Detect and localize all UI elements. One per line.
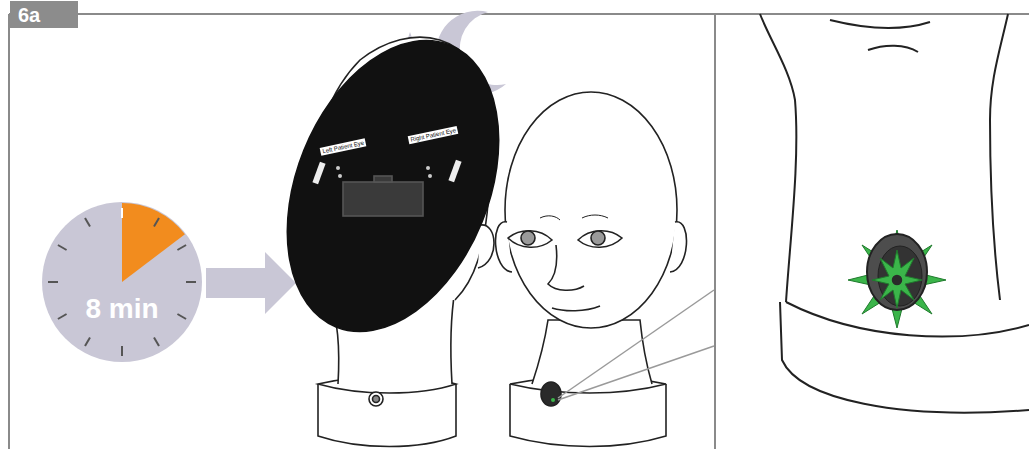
brow [540, 216, 560, 220]
mount-strip [312, 162, 325, 185]
battery-clip [374, 176, 392, 182]
timer-tick [48, 281, 58, 283]
iris [591, 231, 605, 245]
ear [496, 222, 512, 272]
step-number: 6a [18, 4, 40, 26]
screw [428, 174, 432, 178]
light-burst [848, 230, 946, 328]
panel-frame [9, 14, 1029, 449]
timer-tick [177, 245, 186, 250]
screw [336, 166, 340, 170]
mouth [552, 306, 600, 311]
block-arrow [206, 252, 296, 314]
back-plate [247, 9, 539, 363]
timer-tick [186, 281, 196, 283]
leader-line [558, 346, 714, 400]
neck-edge [990, 14, 1008, 300]
timer-value: 8 min [85, 294, 158, 325]
step-badge: 6a [10, 1, 78, 28]
brow [582, 215, 608, 218]
timer-tick [154, 337, 159, 346]
timer-tick [177, 314, 186, 319]
screw [426, 166, 430, 170]
ear [670, 222, 686, 272]
timer-tick [154, 218, 159, 227]
mannequin-head-back [247, 9, 539, 446]
timer-wedge [122, 203, 185, 282]
timer-tick [121, 346, 123, 356]
screw [338, 174, 342, 178]
mannequin-head-front [496, 92, 687, 447]
skull [505, 92, 677, 328]
mount-strip [448, 160, 461, 183]
timer-tick [58, 245, 67, 250]
timer-tick [85, 337, 90, 346]
timer-tick [85, 218, 90, 227]
nose [548, 245, 584, 290]
timer-dial: 8 min [42, 202, 202, 362]
frame-line [9, 13, 1029, 15]
battery-box [343, 182, 423, 216]
iris [521, 231, 535, 245]
chin-line [868, 46, 918, 52]
pedestal-side [780, 302, 1029, 413]
light-burst-inner [872, 250, 922, 308]
power-button-core [373, 396, 380, 403]
power-button [541, 382, 561, 406]
ear [478, 225, 494, 268]
led-dot [551, 398, 555, 402]
timer-circle [42, 202, 202, 362]
power-button [369, 392, 383, 406]
zoom-neck [760, 14, 1029, 413]
jaw-line [830, 20, 930, 28]
eye [578, 231, 622, 248]
power-button [867, 234, 927, 310]
timer-tick [58, 314, 67, 319]
eye [508, 231, 552, 248]
led [891, 274, 903, 286]
frame-line [8, 14, 10, 449]
neck-edge [760, 14, 796, 302]
timer-face [42, 202, 202, 362]
zoom-leaders [558, 290, 714, 400]
timer-tick [121, 208, 123, 218]
leader-line [558, 290, 714, 398]
frame-line [714, 14, 716, 449]
